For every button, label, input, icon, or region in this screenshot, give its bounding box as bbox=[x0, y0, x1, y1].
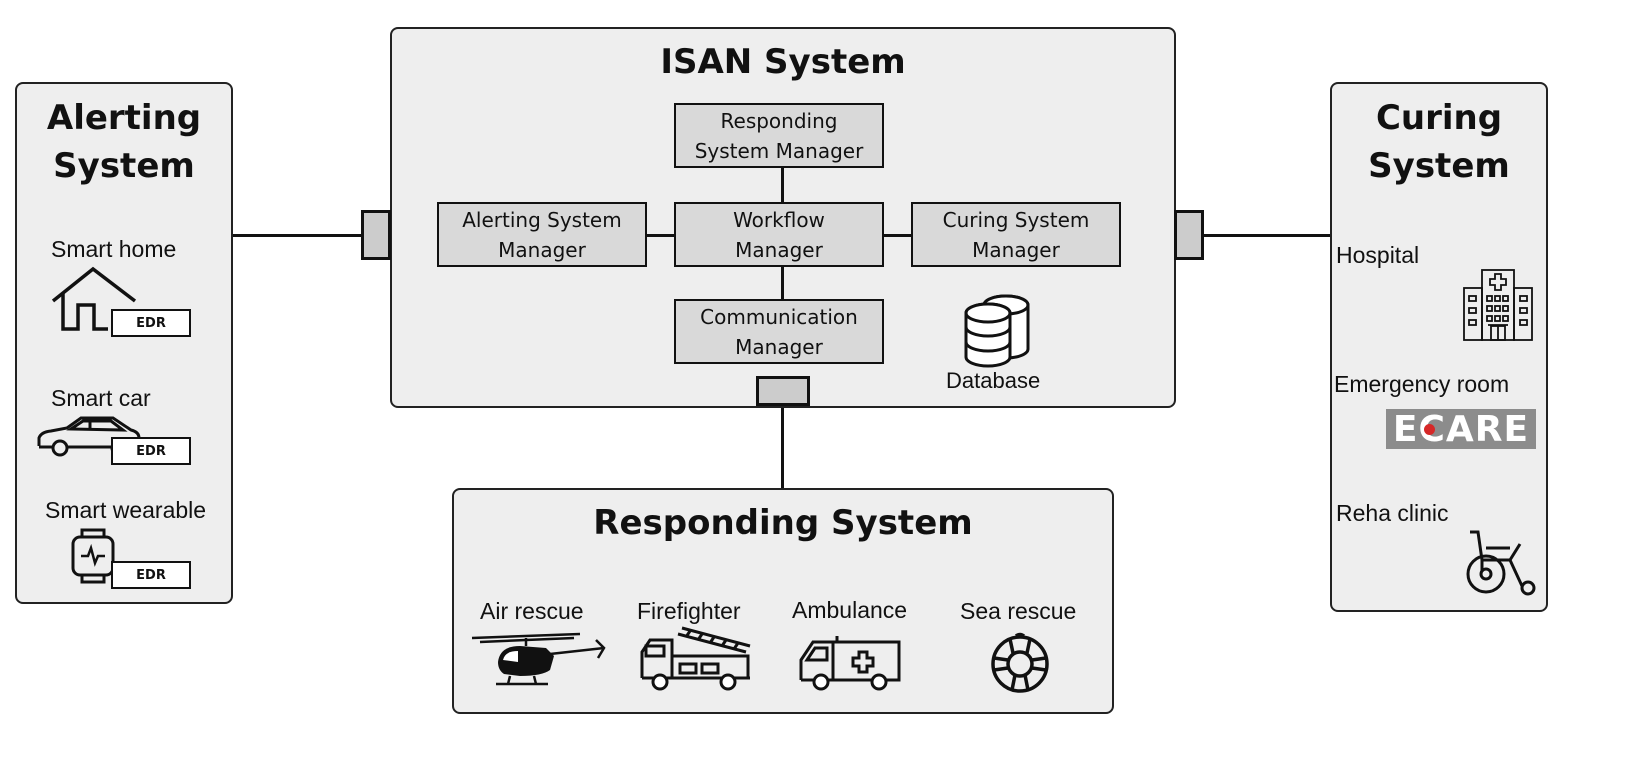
alerting-system-panel bbox=[15, 82, 233, 604]
curing-system-panel bbox=[1330, 82, 1548, 612]
emergency-room-label: Emergency room bbox=[1334, 371, 1510, 397]
smart-car-label: Smart car bbox=[51, 385, 151, 411]
workflow-manager[interactable]: Workflow Manager bbox=[674, 202, 884, 267]
alerting-system-title-text: Alerting System bbox=[46, 98, 202, 186]
helicopter-icon bbox=[470, 632, 610, 688]
ambulance-label: Ambulance bbox=[792, 597, 908, 623]
isan-bottom-port bbox=[756, 376, 810, 406]
communication-manager[interactable]: Communication Manager bbox=[674, 299, 884, 364]
isan-left-port bbox=[361, 210, 391, 260]
responding-workflow-link bbox=[781, 166, 784, 204]
smart-home-edr-badge: EDR bbox=[111, 309, 191, 337]
workflow-communication-link bbox=[781, 266, 784, 302]
smart-car-edr-badge: EDR bbox=[111, 437, 191, 465]
curing-system-manager[interactable]: Curing System Manager bbox=[911, 202, 1121, 267]
smart-home-label: Smart home bbox=[51, 236, 177, 262]
database-label: Database bbox=[946, 368, 1041, 393]
firefighter-label: Firefighter bbox=[637, 598, 741, 624]
sea-rescue-label: Sea rescue bbox=[960, 598, 1077, 624]
ecare-logo-text: ECARE bbox=[1392, 408, 1530, 450]
isan-to-responding-line bbox=[781, 405, 784, 489]
curing-system-title-text: Curing System bbox=[1368, 98, 1510, 186]
hospital-icon bbox=[1460, 268, 1536, 342]
ambulance-icon bbox=[797, 630, 903, 692]
smart-wearable-label: Smart wearable bbox=[45, 497, 207, 523]
smartwatch-icon bbox=[70, 527, 120, 585]
fire-truck-icon bbox=[638, 626, 754, 692]
lifebuoy-icon bbox=[988, 632, 1052, 694]
workflow-curing-link bbox=[882, 234, 912, 237]
responding-system-panel bbox=[452, 488, 1114, 714]
house-icon bbox=[50, 265, 140, 335]
ecare-logo: ECARE bbox=[1386, 408, 1536, 450]
responding-system-title: Responding System bbox=[593, 503, 973, 543]
isan-right-port bbox=[1174, 210, 1204, 260]
hospital-label: Hospital bbox=[1336, 242, 1420, 268]
alerting-workflow-link bbox=[646, 234, 676, 237]
alerting-system-title: Alerting System bbox=[15, 94, 233, 190]
ecare-red-dot bbox=[1424, 424, 1435, 435]
air-rescue-label: Air rescue bbox=[480, 598, 584, 624]
database-icon bbox=[962, 289, 1042, 369]
alerting-to-isan-line bbox=[232, 234, 362, 237]
isan-to-curing-line bbox=[1204, 234, 1330, 237]
curing-system-title: Curing System bbox=[1330, 94, 1548, 190]
smart-wearable-edr-badge: EDR bbox=[111, 561, 191, 589]
isan-system-title: ISAN System bbox=[660, 42, 906, 82]
responding-system-manager[interactable]: Responding System Manager bbox=[674, 103, 884, 168]
alerting-system-manager[interactable]: Alerting System Manager bbox=[437, 202, 647, 267]
wheelchair-icon bbox=[1462, 530, 1538, 598]
reha-clinic-label: Reha clinic bbox=[1336, 500, 1449, 526]
